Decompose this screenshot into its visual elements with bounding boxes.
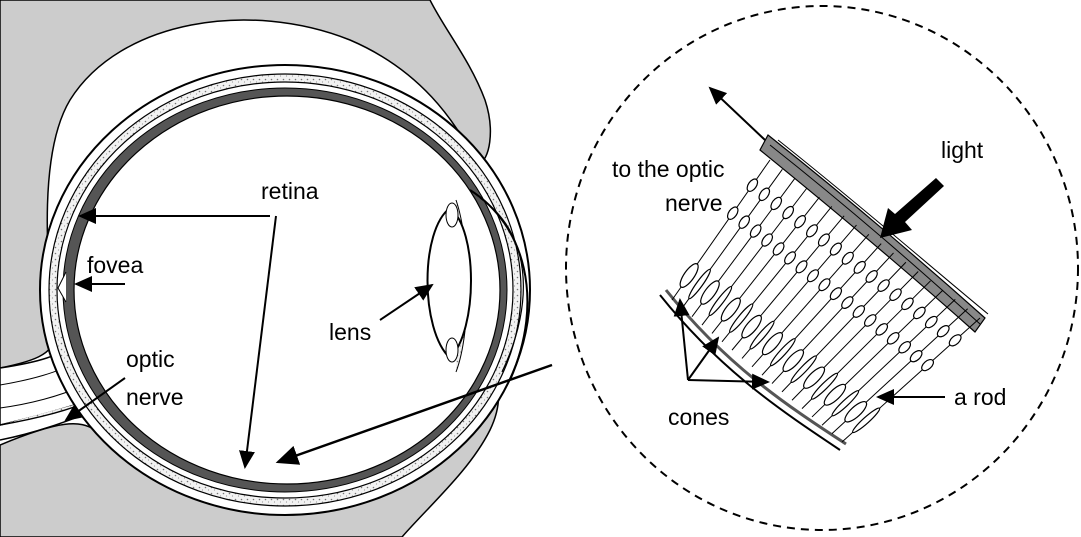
to-optic-label-line1: to the optic (612, 156, 725, 182)
retina-label: retina (261, 178, 319, 204)
cones-label: cones (668, 404, 729, 430)
lens-label: lens (329, 319, 371, 345)
optic-nerve-label-line2: nerve (126, 384, 184, 410)
light-label: light (941, 137, 984, 163)
fovea-label: fovea (87, 252, 143, 278)
to-optic-label-line2: nerve (665, 190, 723, 216)
a-rod-label: a rod (954, 384, 1006, 410)
magnified-view-circle (566, 6, 1078, 530)
optic-nerve-label-line1: optic (126, 346, 175, 372)
